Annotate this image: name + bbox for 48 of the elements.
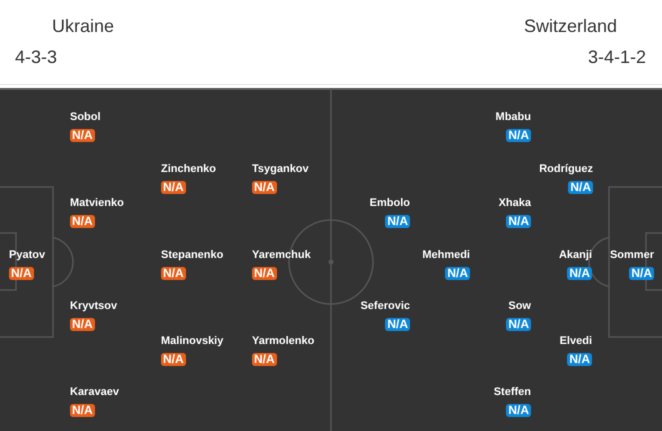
player-name: Karavaev (70, 386, 119, 398)
player-name: Embolo (370, 196, 410, 210)
rating-badge: N/A (9, 266, 34, 280)
rating-badge: N/A (70, 404, 95, 416)
rating-badge: N/A (252, 266, 277, 280)
player-name: Yaremchuk (252, 248, 311, 262)
player-name: Elvedi (560, 334, 592, 348)
player-name: Malinovskiy (161, 334, 224, 348)
rating-badge: N/A (252, 352, 277, 366)
formation-text: 4-3-3 (15, 46, 58, 68)
player-name: Xhaka (498, 196, 531, 210)
player-name: Seferovic (360, 300, 410, 312)
rating-badge: N/A (252, 180, 277, 194)
rating-badge: N/A (70, 318, 95, 330)
rating-badge: N/A (161, 180, 186, 194)
rating-badge: N/A (568, 180, 593, 194)
player-name: Mbabu (496, 110, 531, 124)
rating-badge: N/A (506, 318, 531, 330)
player-name: Akanji (558, 248, 592, 262)
rating-badge: N/A (161, 352, 186, 366)
player-name: Pyatov (9, 248, 46, 262)
player-name: Steffen (494, 386, 531, 398)
rating-badge: N/A (567, 266, 592, 280)
rating-badge: N/A (445, 266, 470, 280)
player-name: Sobol (70, 110, 101, 124)
player-name: Matvienko (70, 196, 124, 210)
rating-badge: N/A (629, 266, 654, 280)
rating-badge: N/A (385, 214, 410, 228)
rating-badge: N/A (385, 318, 410, 330)
player-name: Zinchenko (161, 162, 216, 176)
player-name: Rodríguez (539, 162, 593, 176)
team-name: Ukraine (52, 15, 114, 37)
rating-badge: N/A (161, 266, 186, 280)
player-name: Sow (508, 300, 531, 312)
rating-badge: N/A (567, 352, 592, 366)
player-name: Mehmedi (422, 248, 470, 262)
formation-text: 3-4-1-2 (588, 46, 646, 68)
rating-badge: N/A (506, 128, 531, 142)
player-name: Tsygankov (252, 162, 309, 176)
rating-badge: N/A (70, 214, 95, 228)
player-name: Sommer (610, 248, 654, 262)
rating-badge: N/A (506, 214, 531, 228)
rating-badge: N/A (506, 404, 531, 416)
player-name: Yarmolenko (252, 334, 314, 348)
player-name: Kryvtsov (70, 300, 118, 312)
team-name: Switzerland (524, 15, 617, 37)
player-name: Stepanenko (161, 248, 224, 262)
rating-badge: N/A (70, 128, 95, 142)
